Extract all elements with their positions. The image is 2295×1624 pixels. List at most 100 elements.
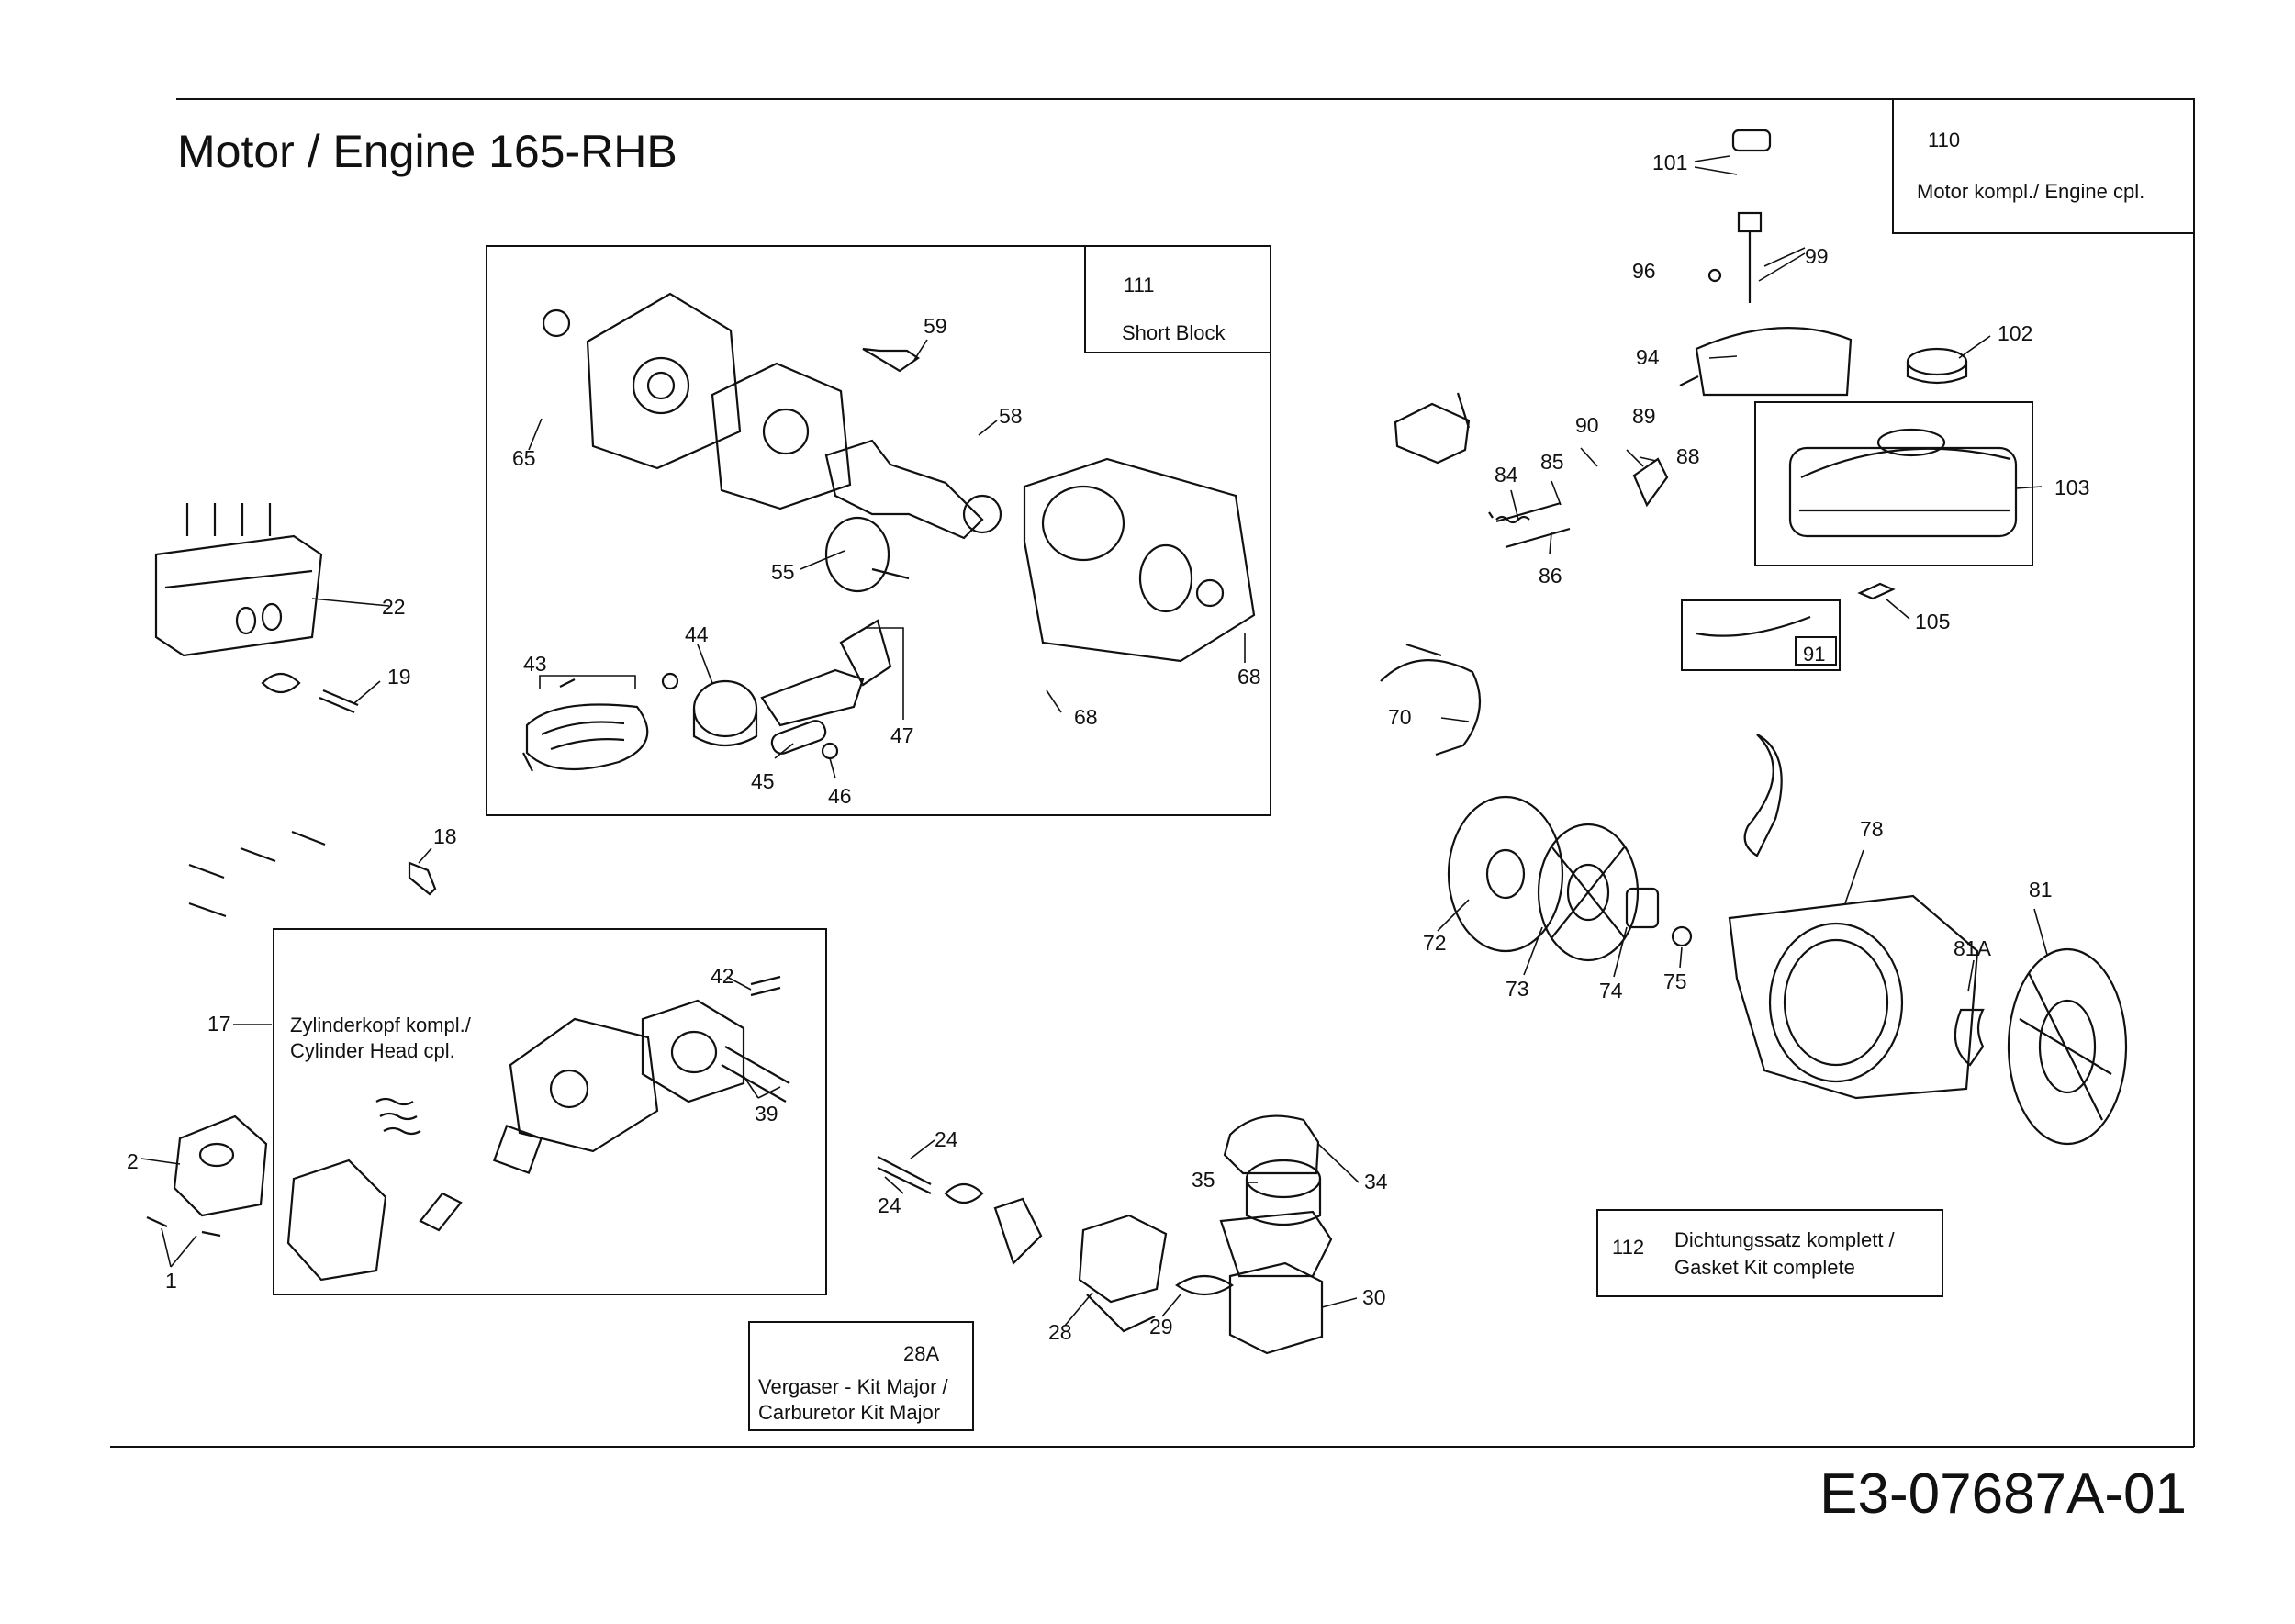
leader-lines xyxy=(140,155,2048,1327)
gasket-kit-label-2: Gasket Kit complete xyxy=(1674,1256,1855,1279)
throttle-linkage-group xyxy=(1394,392,1669,549)
fuel-filter-drawing xyxy=(1731,129,1772,152)
page-title: Motor / Engine 165-RHB xyxy=(177,126,677,177)
piston-rings-drawing xyxy=(525,703,649,771)
part-label: 101 xyxy=(1652,151,1688,174)
recoil-starter-drawing xyxy=(2007,947,2128,1146)
governor-arm-drawing xyxy=(1632,457,1669,508)
cylinder-head-drawing xyxy=(509,1017,659,1153)
engine-complete-box xyxy=(1892,98,2195,234)
short-block-label-box xyxy=(1084,245,1271,353)
exhaust-gasket-drawing xyxy=(261,672,301,694)
circlip-drawing xyxy=(821,742,839,760)
air-filter-element-drawing xyxy=(1245,1159,1322,1199)
part-label: 81A xyxy=(1954,936,1991,960)
part-label: 24 xyxy=(935,1127,958,1151)
part-label: 96 xyxy=(1632,259,1656,283)
part-label: 86 xyxy=(1539,564,1562,588)
fuel-tank-group xyxy=(1679,129,2018,637)
rocker-cover-gasket-drawing xyxy=(286,1159,387,1282)
short-block-label: Short Block xyxy=(1122,321,1226,344)
gasket-kit-box xyxy=(1596,1209,1943,1297)
part-label: 44 xyxy=(685,622,709,646)
part-label: 18 xyxy=(433,824,457,848)
short-block-box xyxy=(486,245,1271,816)
part-label: 99 xyxy=(1805,244,1829,268)
bolts-group xyxy=(188,830,437,918)
blower-housing-drawing xyxy=(1728,894,1979,1100)
crankcase-drawing xyxy=(1023,457,1256,663)
part-label: 78 xyxy=(1860,817,1884,841)
part-label: 58 xyxy=(999,404,1023,428)
part-label: 105 xyxy=(1915,610,1951,633)
carburetor-kit-label-1: Vergaser - Kit Major / xyxy=(758,1375,948,1398)
insulator-drawing xyxy=(944,1182,984,1204)
ignition-coil-drawing xyxy=(1380,659,1482,756)
part-label: 24 xyxy=(878,1193,901,1217)
camshaft-drawing xyxy=(824,516,890,593)
carburetor-group xyxy=(877,1114,1333,1355)
spark-plug-drawing xyxy=(408,861,437,896)
governor-drawing xyxy=(862,347,920,373)
fuel-tank-drawing xyxy=(1788,446,2018,538)
part-label: 90 xyxy=(1575,413,1599,437)
starter-cup-drawing xyxy=(1625,887,1660,929)
gasket-kit-number: 112 xyxy=(1612,1236,1645,1259)
short-block-parts xyxy=(522,292,1256,772)
part-label: 75 xyxy=(1663,969,1687,993)
fuel-valve-drawing xyxy=(1857,582,1896,600)
cylinder-head-box xyxy=(273,928,827,1295)
part-label: 17 xyxy=(207,1012,231,1036)
fuel-line-box-number: 91 xyxy=(1803,643,1826,666)
air-filter-gasket-drawing xyxy=(1175,1275,1234,1295)
fuel-line-number-box xyxy=(1795,636,1837,666)
intake-gasket-drawing xyxy=(492,1124,543,1175)
cylinder-head-label-1: Zylinderkopf kompl./ xyxy=(290,1014,471,1036)
part-label: 22 xyxy=(382,595,406,619)
fuel-cap-drawing xyxy=(1906,347,1968,376)
fuel-line-drawing xyxy=(1696,615,1811,637)
part-label: 55 xyxy=(771,560,795,584)
air-deflector-drawing xyxy=(1743,734,1783,857)
short-block-number: 111 xyxy=(1124,274,1155,297)
part-label: 103 xyxy=(2054,476,2090,499)
piston-drawing xyxy=(692,679,758,738)
part-label: 35 xyxy=(1192,1168,1215,1192)
part-label: 68 xyxy=(1074,705,1098,729)
muffler-drawing xyxy=(154,534,323,657)
part-label: 88 xyxy=(1676,444,1700,468)
valve-springs-drawing xyxy=(375,1097,421,1136)
part-label: 89 xyxy=(1632,404,1656,428)
piston-pin-drawing xyxy=(770,720,827,755)
starter-group xyxy=(1380,643,2128,1146)
oil-seal-drawing xyxy=(542,308,571,338)
valve-cover-group xyxy=(146,1114,268,1238)
flywheel-cover-drawing xyxy=(1447,795,1564,953)
part-label: 47 xyxy=(890,723,914,747)
part-label: 42 xyxy=(711,964,734,988)
fuel-line-box xyxy=(1681,599,1841,671)
cylinder-head-label-2: Cylinder Head cpl. xyxy=(290,1039,455,1062)
engine-complete-label: Motor kompl./ Engine cpl. xyxy=(1917,180,2145,203)
air-filter-base-drawing xyxy=(1228,1261,1324,1355)
part-label: 84 xyxy=(1495,463,1518,487)
part-label: 43 xyxy=(523,652,547,676)
part-label: 39 xyxy=(755,1102,778,1126)
part-label: 68 xyxy=(1237,665,1261,689)
part-label: 65 xyxy=(512,446,536,470)
connecting-rod-drawing xyxy=(760,668,865,727)
part-label: 59 xyxy=(924,314,947,338)
part-label: 29 xyxy=(1149,1315,1173,1338)
fuel-tank-box xyxy=(1754,401,2033,566)
part-label: 73 xyxy=(1506,977,1529,1001)
crankshaft-drawing xyxy=(824,439,984,540)
box-outlines xyxy=(273,98,2195,1431)
flywheel-drawing xyxy=(1537,823,1640,962)
part-label: 72 xyxy=(1423,931,1447,955)
choke-bracket-drawing xyxy=(993,1197,1043,1266)
carburetor-kit-label-2: Carburetor Kit Major xyxy=(758,1401,941,1424)
part-label: 102 xyxy=(1998,321,2033,345)
flywheel-nut-drawing xyxy=(1671,925,1693,947)
part-label: 81 xyxy=(2029,878,2053,902)
